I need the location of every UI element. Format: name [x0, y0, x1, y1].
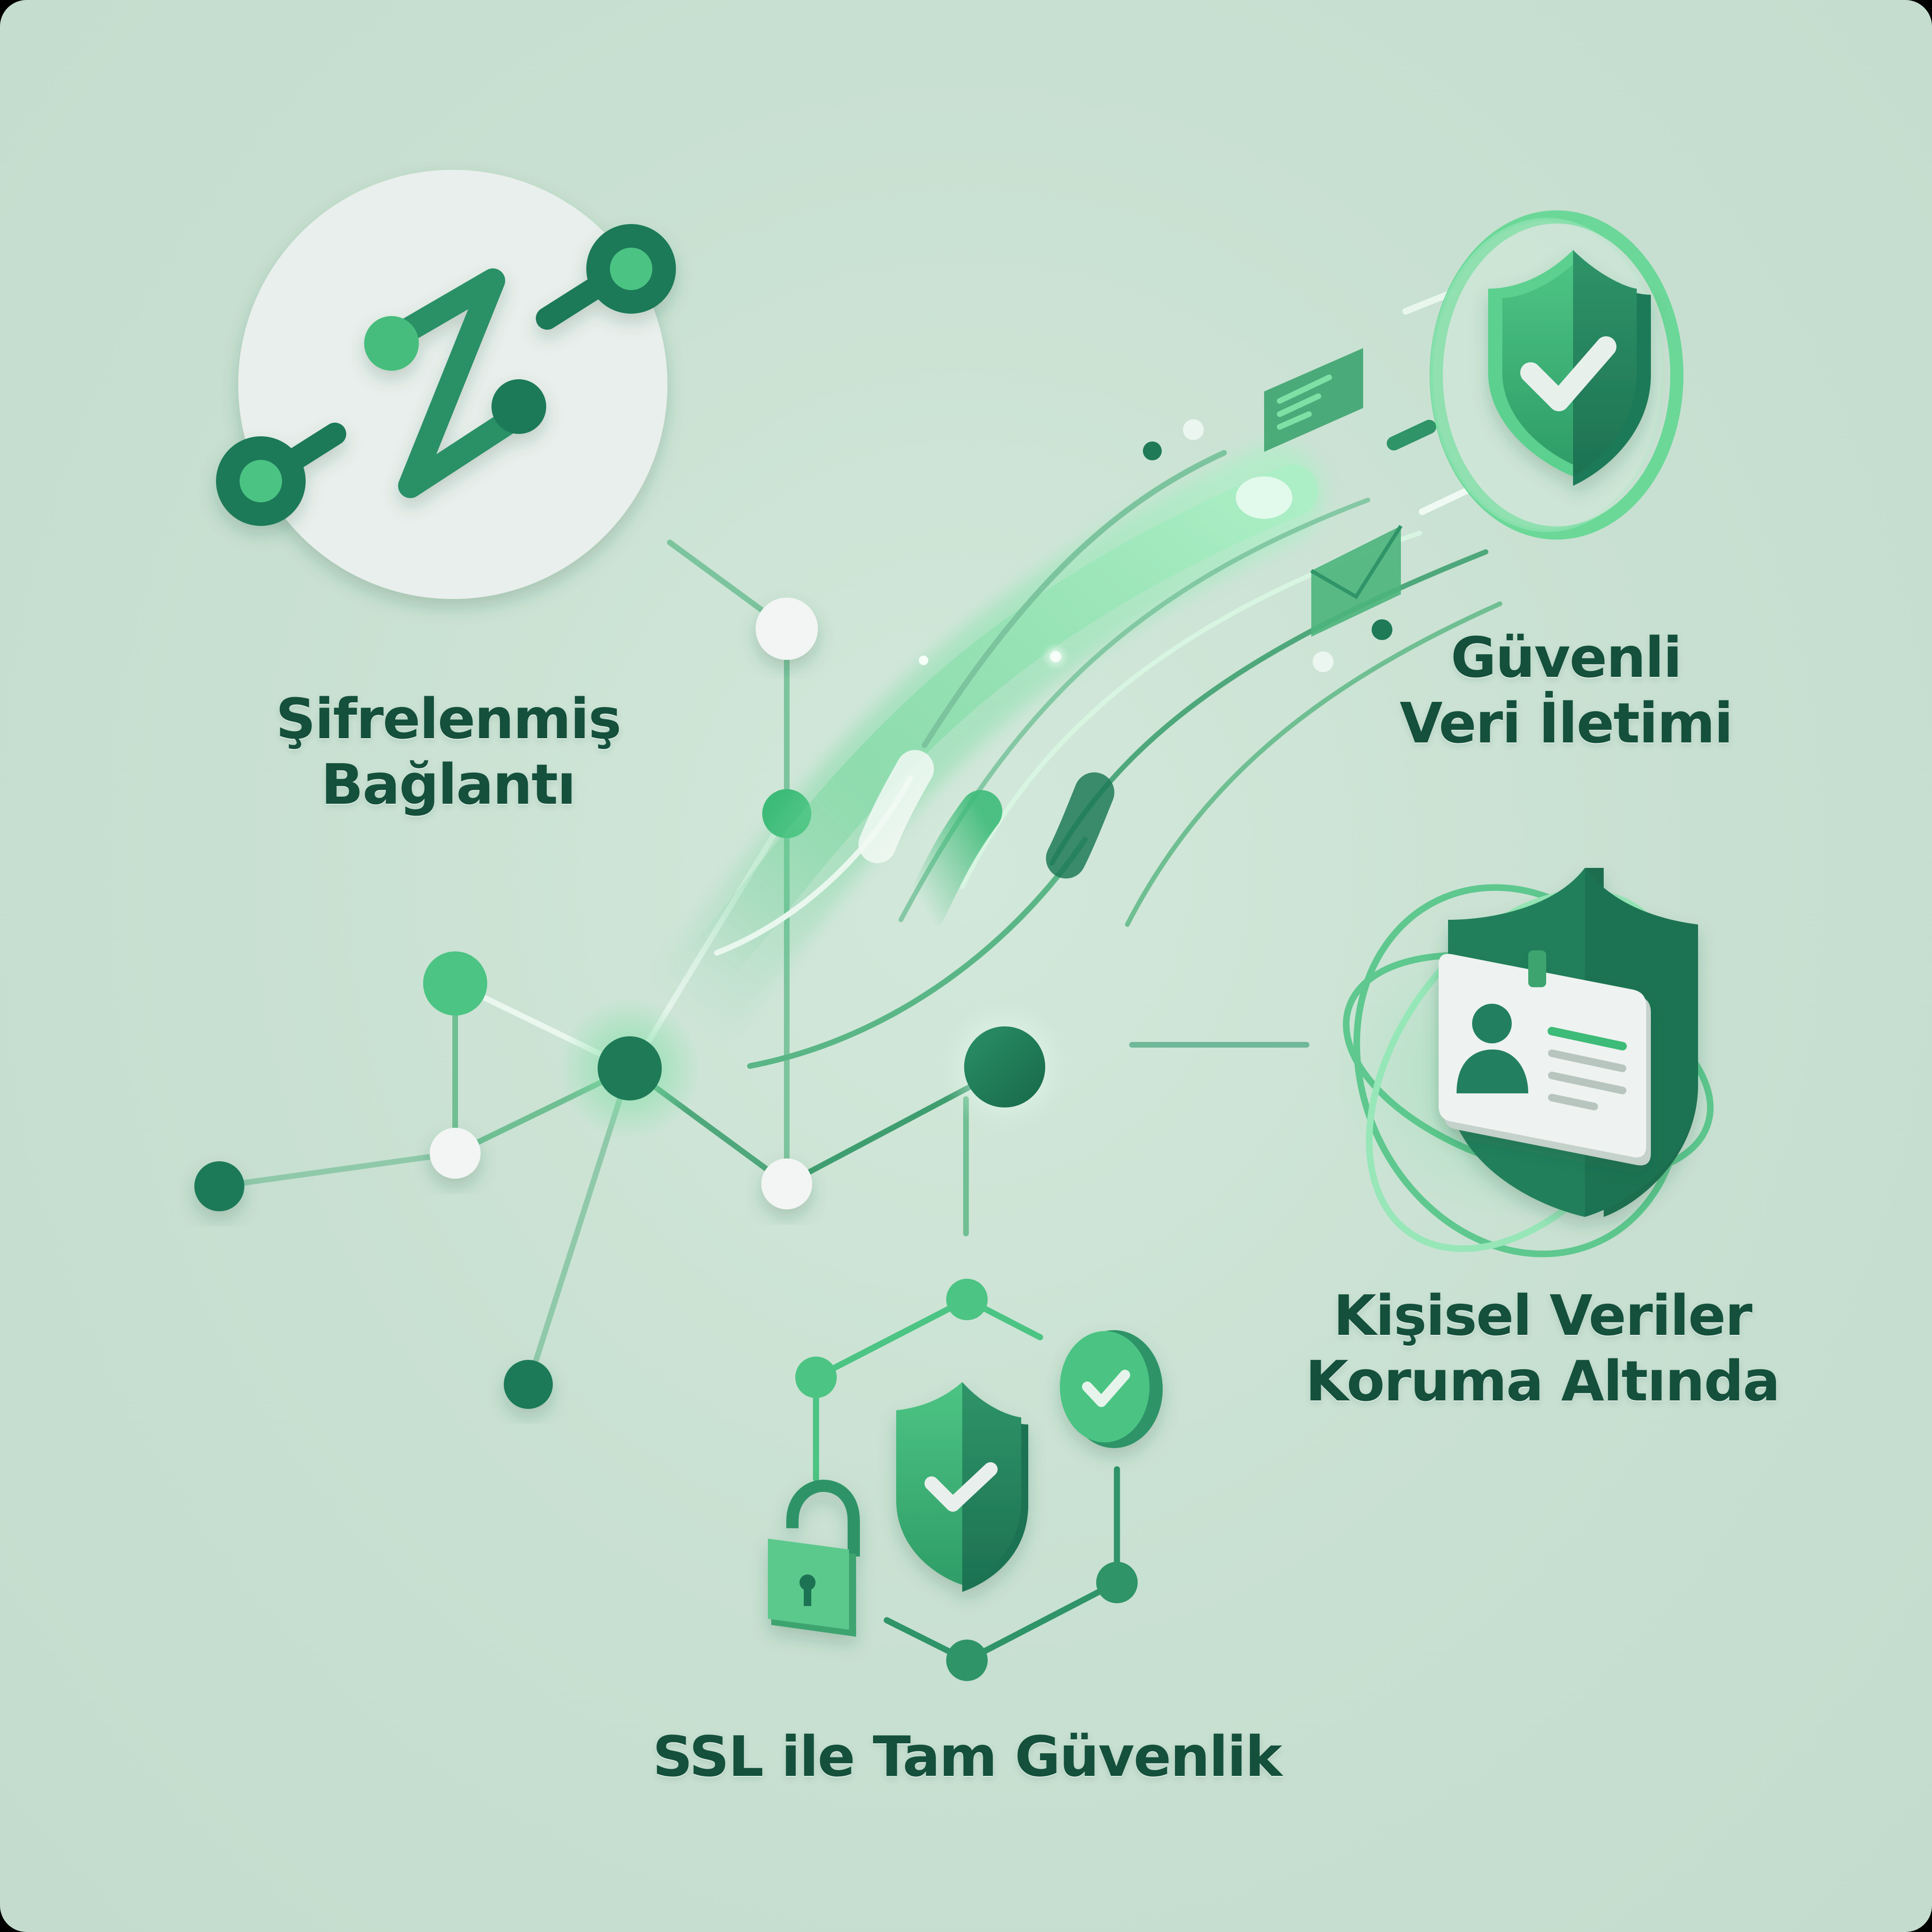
label-line: Güvenli — [1450, 625, 1682, 690]
id-card — [1439, 950, 1651, 1166]
document-icon — [1264, 348, 1363, 452]
data-stream — [634, 419, 1502, 1069]
network-node — [504, 1360, 553, 1409]
shield-check-icon — [896, 1382, 1028, 1592]
feature-label-personal-data-protected: Kişisel Veriler Koruma Altında — [1274, 1283, 1811, 1414]
network-node — [423, 951, 487, 1016]
label-line: Şifrelenmiş — [275, 686, 621, 751]
feature-label-ssl-full-security: SSL ile Tam Güvenlik — [613, 1724, 1321, 1790]
network-node-hub — [964, 1026, 1045, 1108]
check-badge-icon — [1060, 1330, 1163, 1448]
id-card-shield-icon — [1328, 868, 1715, 1257]
person-icon — [1472, 1004, 1512, 1043]
label-line: Veri İletimi — [1399, 691, 1733, 756]
encrypted-link-icon — [216, 170, 676, 599]
feature-label-encrypted-connection: Şifrelenmiş Bağlantı — [264, 686, 632, 817]
network-node — [194, 1161, 244, 1211]
label-line: Kişisel Veriler — [1333, 1283, 1753, 1348]
lock-shield-network-icon — [768, 1279, 1163, 1681]
network-node — [430, 1128, 481, 1179]
envelope-icon — [1310, 525, 1403, 637]
shield-check-icon — [1430, 210, 1683, 540]
network-graph — [194, 540, 1309, 1409]
network-node-hub — [598, 1036, 662, 1100]
feature-label-secure-data-transfer: Güvenli Veri İletimi — [1368, 625, 1764, 756]
lock-icon — [768, 1479, 860, 1637]
label-line: SSL ile Tam Güvenlik — [652, 1724, 1282, 1789]
network-node — [756, 598, 818, 660]
network-node — [761, 1158, 812, 1209]
label-line: Bağlantı — [321, 752, 576, 817]
label-line: Koruma Altında — [1305, 1349, 1780, 1414]
